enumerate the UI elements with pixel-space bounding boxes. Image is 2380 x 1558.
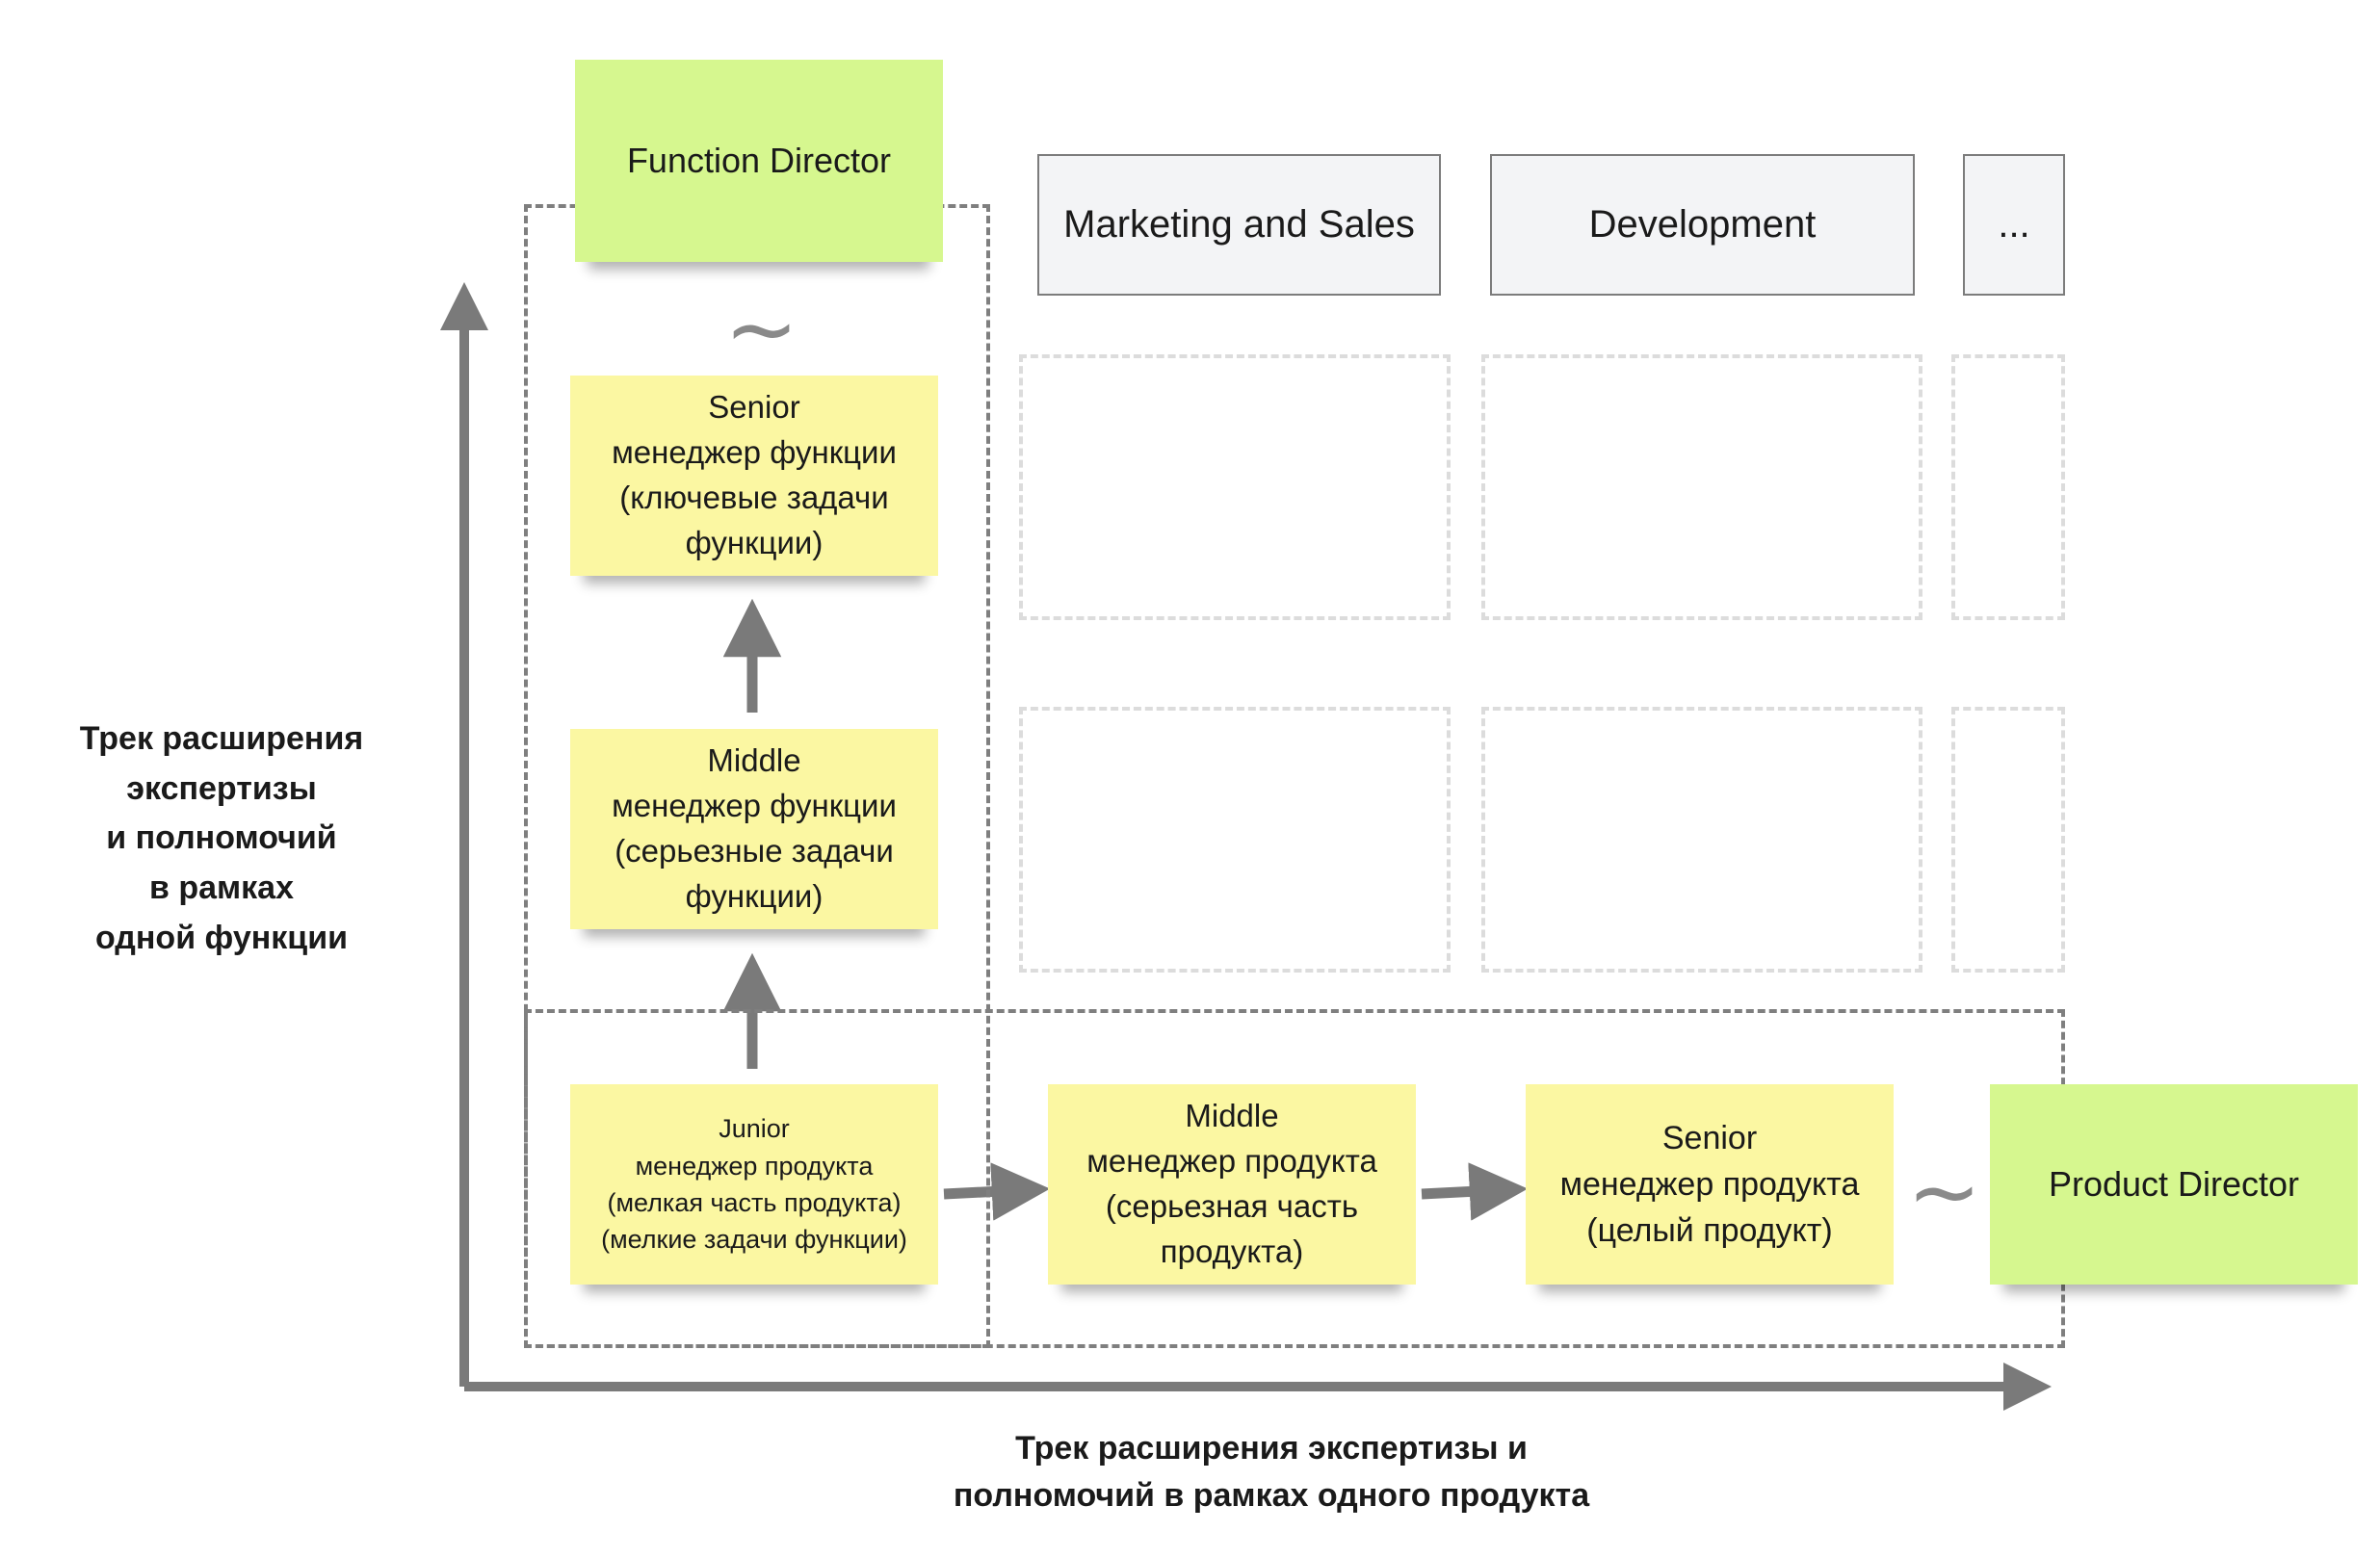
senior-product-manager-sticky: Senior менеджер продукта (целый продукт) <box>1526 1084 1894 1285</box>
vertical-axis-label-line: в рамках <box>148 870 294 907</box>
vertical-axis-label-line: одной функции <box>94 919 349 956</box>
middle-product-line: Middle <box>1185 1098 1279 1134</box>
function-header-more: ... <box>1963 154 2065 296</box>
placeholder-cell <box>1019 354 1451 620</box>
middle-product-line: менеджер продукта <box>1086 1143 1377 1180</box>
middle-product-line: продукта) <box>1160 1233 1304 1269</box>
middle-function-line: Middle <box>707 742 801 779</box>
senior-function-manager-sticky: Senior менеджер функции (ключевые задачи… <box>570 376 938 576</box>
middle-function-line: менеджер функции <box>612 788 897 824</box>
middle-product-manager-sticky: Middle менеджер продукта (серьезная част… <box>1048 1084 1416 1285</box>
function-header-marketing: Marketing and Sales <box>1037 154 1441 296</box>
placeholder-cell <box>1951 354 2065 620</box>
product-director-sticky: Product Director <box>1990 1084 2358 1285</box>
product-director-label: Product Director <box>2048 1164 2300 1205</box>
equivalence-tilde-right: ~ <box>1907 1140 1982 1243</box>
junior-product-line: (мелкая часть продукта) <box>607 1188 902 1217</box>
equivalence-tilde-top: ~ <box>724 277 799 380</box>
horizontal-axis-label: Трек расширения экспертизы и полномочий … <box>790 1425 1753 1520</box>
placeholder-cell <box>1481 354 1922 620</box>
senior-function-line: функции) <box>685 524 824 560</box>
senior-function-line: Senior <box>708 389 800 426</box>
vertical-axis-label-line: Трек расширения <box>79 720 364 757</box>
function-director-sticky: Function Director <box>575 60 943 262</box>
senior-function-line: (ключевые задачи <box>619 480 889 515</box>
senior-product-line: Senior <box>1661 1119 1758 1156</box>
senior-product-line: (целый продукт) <box>1586 1212 1833 1250</box>
junior-product-line: менеджер продукта <box>635 1151 874 1181</box>
arrow-middle-to-senior-product <box>1421 1162 1529 1221</box>
junior-product-manager-sticky: Junior менеджер продукта (мелкая часть п… <box>570 1084 938 1285</box>
placeholder-cell <box>1481 707 1922 973</box>
horizontal-axis-label-line: Трек расширения экспертизы и <box>1015 1430 1528 1467</box>
vertical-axis-label-line: экспертизы <box>126 769 317 807</box>
vertical-axis-label: Трек расширения экспертизы и полномочий … <box>29 714 414 963</box>
senior-product-line: менеджер продукта <box>1559 1165 1860 1203</box>
middle-function-line: (серьезные задачи <box>615 833 894 869</box>
arrow-junior-to-middle-product <box>943 1162 1051 1221</box>
junior-product-line: Junior <box>719 1114 790 1144</box>
vertical-axis-label-line: и полномочий <box>106 819 337 857</box>
middle-product-line: (серьезная часть <box>1105 1188 1359 1224</box>
junior-product-line: (мелкие задачи функции) <box>601 1225 907 1255</box>
placeholder-cell <box>1019 707 1451 973</box>
senior-function-line: менеджер функции <box>612 434 897 471</box>
middle-function-manager-sticky: Middle менеджер функции (серьезные задач… <box>570 729 938 929</box>
function-header-development: Development <box>1490 154 1915 296</box>
middle-function-line: функции) <box>685 877 824 914</box>
horizontal-axis-label-line: полномочий в рамках одного продукта <box>953 1477 1590 1515</box>
function-director-label: Function Director <box>626 141 892 181</box>
placeholder-cell <box>1951 707 2065 973</box>
